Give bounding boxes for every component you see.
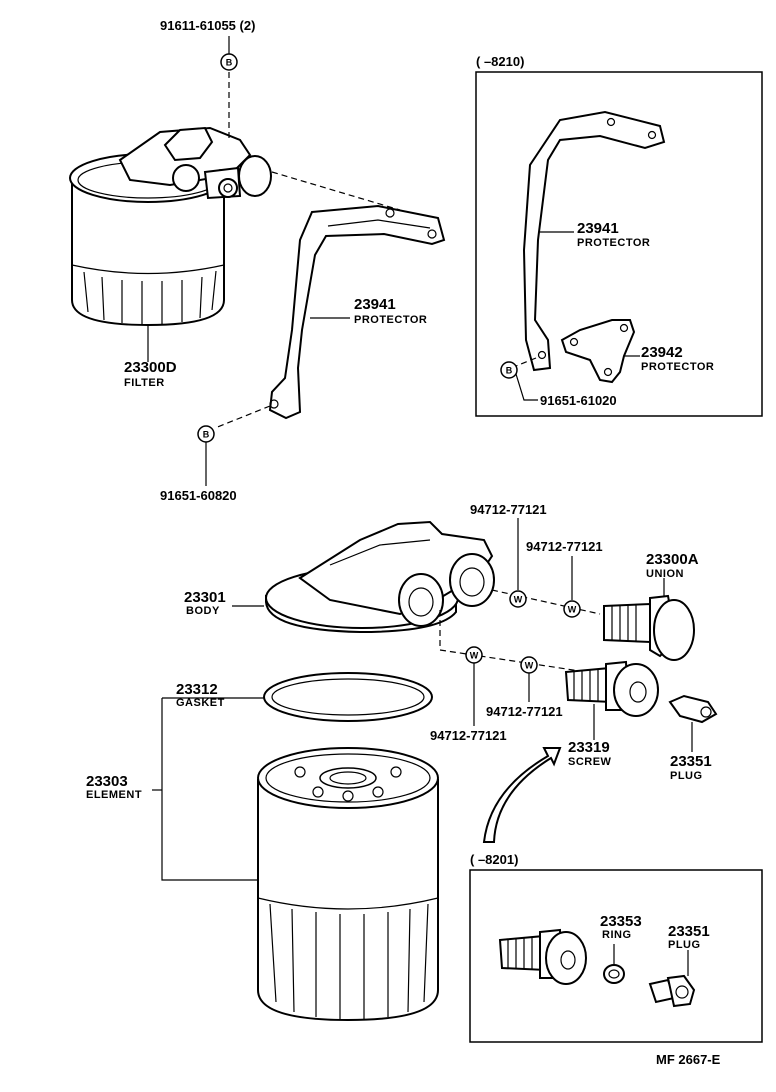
body-number: 23301 — [184, 589, 226, 606]
inset-plug-number: 23351 — [668, 923, 710, 940]
inset-bolt-ref: 91651-61020 — [540, 393, 617, 408]
inset-plug-name: PLUG — [668, 939, 701, 951]
ring-name: RING — [602, 929, 632, 941]
arrow-icon — [482, 747, 562, 843]
inset-top-frame — [475, 71, 763, 417]
top-bolt-mark: B — [226, 58, 233, 68]
washer-set: 94712-77121 W 94712-77121 W W 94712-7712… — [430, 502, 603, 743]
inset-protector-a-number: 23941 — [577, 220, 619, 237]
washer-2-icon — [563, 600, 581, 618]
inset-bottom: ( –8201) 23353 RING 23351 PLUG — [469, 852, 763, 1043]
union-drawing: 23300A UNION — [603, 551, 699, 661]
gasket-drawing: 23312 GASKET — [162, 672, 433, 722]
inset-top: ( –8210) 23941 PROTECTOR 23942 PROTECTOR… — [475, 54, 763, 417]
washer-1-ref: 94712-77121 — [470, 502, 547, 517]
union-number: 23300A — [646, 551, 699, 568]
filter-callout: 23300D FILTER — [124, 325, 177, 389]
gasket-name: GASKET — [176, 697, 225, 709]
filter-name: FILTER — [124, 377, 165, 389]
washer-2-ref: 94712-77121 — [526, 539, 603, 554]
top-bolt-ref: 91611-61055 (2) — [160, 18, 255, 33]
screw-drawing: 23319 SCREW — [564, 660, 659, 768]
protector-main-drawing: 23941 PROTECTOR — [268, 171, 446, 420]
washer-1-icon — [509, 590, 527, 608]
element-number: 23303 — [86, 773, 128, 790]
inset-bottom-frame — [469, 869, 763, 1043]
plug-main-name: PLUG — [670, 770, 703, 782]
inset-protector-a-name: PROTECTOR — [577, 237, 650, 249]
washer-4-mark: W — [525, 661, 534, 671]
lower-bolt-ref: 91651-60820 — [160, 488, 237, 503]
lower-bolt-mark: B — [203, 430, 210, 440]
inset-bottom-range: ( –8201) — [470, 852, 518, 867]
washer-4-ref: 94712-77121 — [486, 704, 563, 719]
plug-main-drawing: 23351 PLUG — [668, 694, 718, 782]
top-bolt-callout: 91611-61055 (2) B — [160, 18, 255, 140]
diagram-code: MF 2667-E — [656, 1052, 721, 1067]
bolt-b-icon — [500, 361, 518, 379]
washer-1-mark: W — [514, 595, 523, 605]
screw-name: SCREW — [568, 756, 612, 768]
washer-2-mark: W — [568, 605, 577, 615]
inset-top-range: ( –8210) — [476, 54, 524, 69]
gasket-number: 23312 — [176, 681, 218, 698]
protector-main-name: PROTECTOR — [354, 314, 427, 326]
protector-main-number: 23941 — [354, 296, 396, 313]
inset-bolt-mark: B — [506, 366, 513, 376]
lower-bolt-callout: B 91651-60820 — [160, 405, 271, 503]
body-name: BODY — [186, 605, 220, 617]
element-drawing: 23303 ELEMENT — [86, 698, 439, 1022]
washer-3-ref: 94712-77121 — [430, 728, 507, 743]
screw-number: 23319 — [568, 739, 610, 756]
union-name: UNION — [646, 568, 684, 580]
washer-3-mark: W — [470, 651, 479, 661]
bolt-b-icon — [220, 53, 238, 71]
inset-protector-b-name: PROTECTOR — [641, 361, 714, 373]
element-name: ELEMENT — [86, 789, 142, 801]
filter-assembly-drawing — [69, 126, 272, 327]
filter-number: 23300D — [124, 359, 177, 376]
body-drawing: 23301 BODY — [184, 520, 495, 634]
inset-protector-b-number: 23942 — [641, 344, 683, 361]
ring-number: 23353 — [600, 913, 642, 930]
plug-main-number: 23351 — [670, 753, 712, 770]
